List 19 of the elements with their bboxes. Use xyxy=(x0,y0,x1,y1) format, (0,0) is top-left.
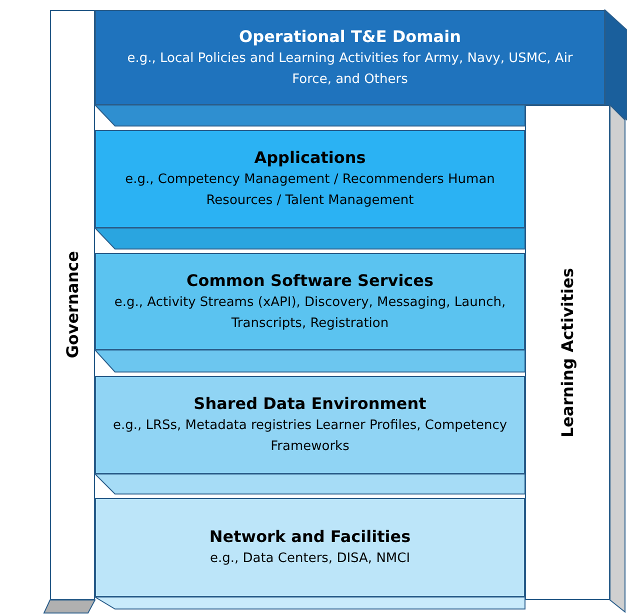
layer-description: e.g., Competency Management / Recommenders Human Resources / Talent Management xyxy=(124,171,496,210)
layer-title: Learning Activities xyxy=(558,268,577,438)
layer-title: Network and Facilities xyxy=(209,526,411,548)
domain-layer xyxy=(95,10,605,105)
layer-description: e.g., LRSs, Metadata registries Learner Profiles, Competency Frameworks xyxy=(112,417,508,456)
learning-activities-band xyxy=(525,105,610,600)
layer-title: Shared Data Environment xyxy=(194,393,426,415)
network-layer xyxy=(95,498,525,597)
layer-title: Common Software Services xyxy=(186,270,434,292)
services-layer xyxy=(95,253,525,350)
applications-layer xyxy=(95,130,525,228)
layer-description: e.g., Data Centers, DISA, NMCI xyxy=(208,550,412,568)
layer-title: Operational T&E Domain xyxy=(239,26,461,48)
layer-title: Governance xyxy=(63,251,82,359)
governance-band xyxy=(50,10,95,600)
layer-description: e.g., Local Policies and Learning Activities for Army, Navy, USMC, Air Force, and Others xyxy=(126,50,574,88)
data-layer xyxy=(95,376,525,474)
layer-description: e.g., Activity Streams (xAPI), Discovery, Messaging, Launch, Transcripts, Registration xyxy=(113,294,507,332)
layer-title: Applications xyxy=(254,147,366,169)
